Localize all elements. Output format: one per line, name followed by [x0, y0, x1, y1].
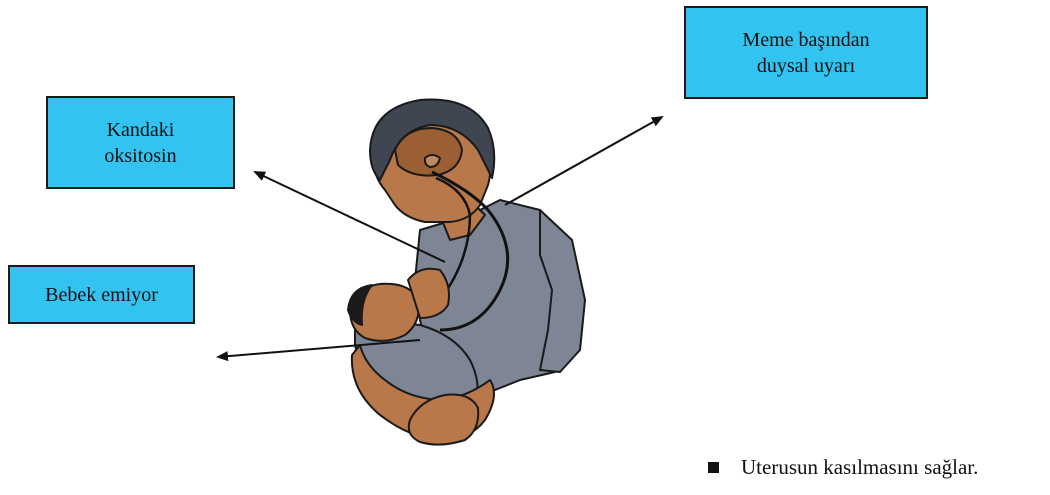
bullet-text: Uterusun kasılmasını sağlar. — [741, 455, 978, 480]
blood-oxytocin-box: Kandaki oksitosin — [46, 96, 235, 189]
suckling-text: Bebek emiyor — [45, 282, 158, 308]
baby-suckling-box: Bebek emiyor — [8, 265, 195, 324]
bullet-item: Uterusun kasılmasını sağlar. — [708, 455, 978, 480]
sensory-line-1: Meme başından — [742, 27, 869, 53]
arrow-to-sensory — [505, 117, 662, 205]
oxytocin-line-2: oksitosin — [104, 143, 176, 169]
sensory-stimulation-box: Meme başından duysal uyarı — [684, 6, 928, 99]
oxytocin-line-1: Kandaki — [104, 117, 176, 143]
square-bullet-icon — [708, 462, 719, 473]
sensory-line-2: duysal uyarı — [742, 53, 869, 79]
